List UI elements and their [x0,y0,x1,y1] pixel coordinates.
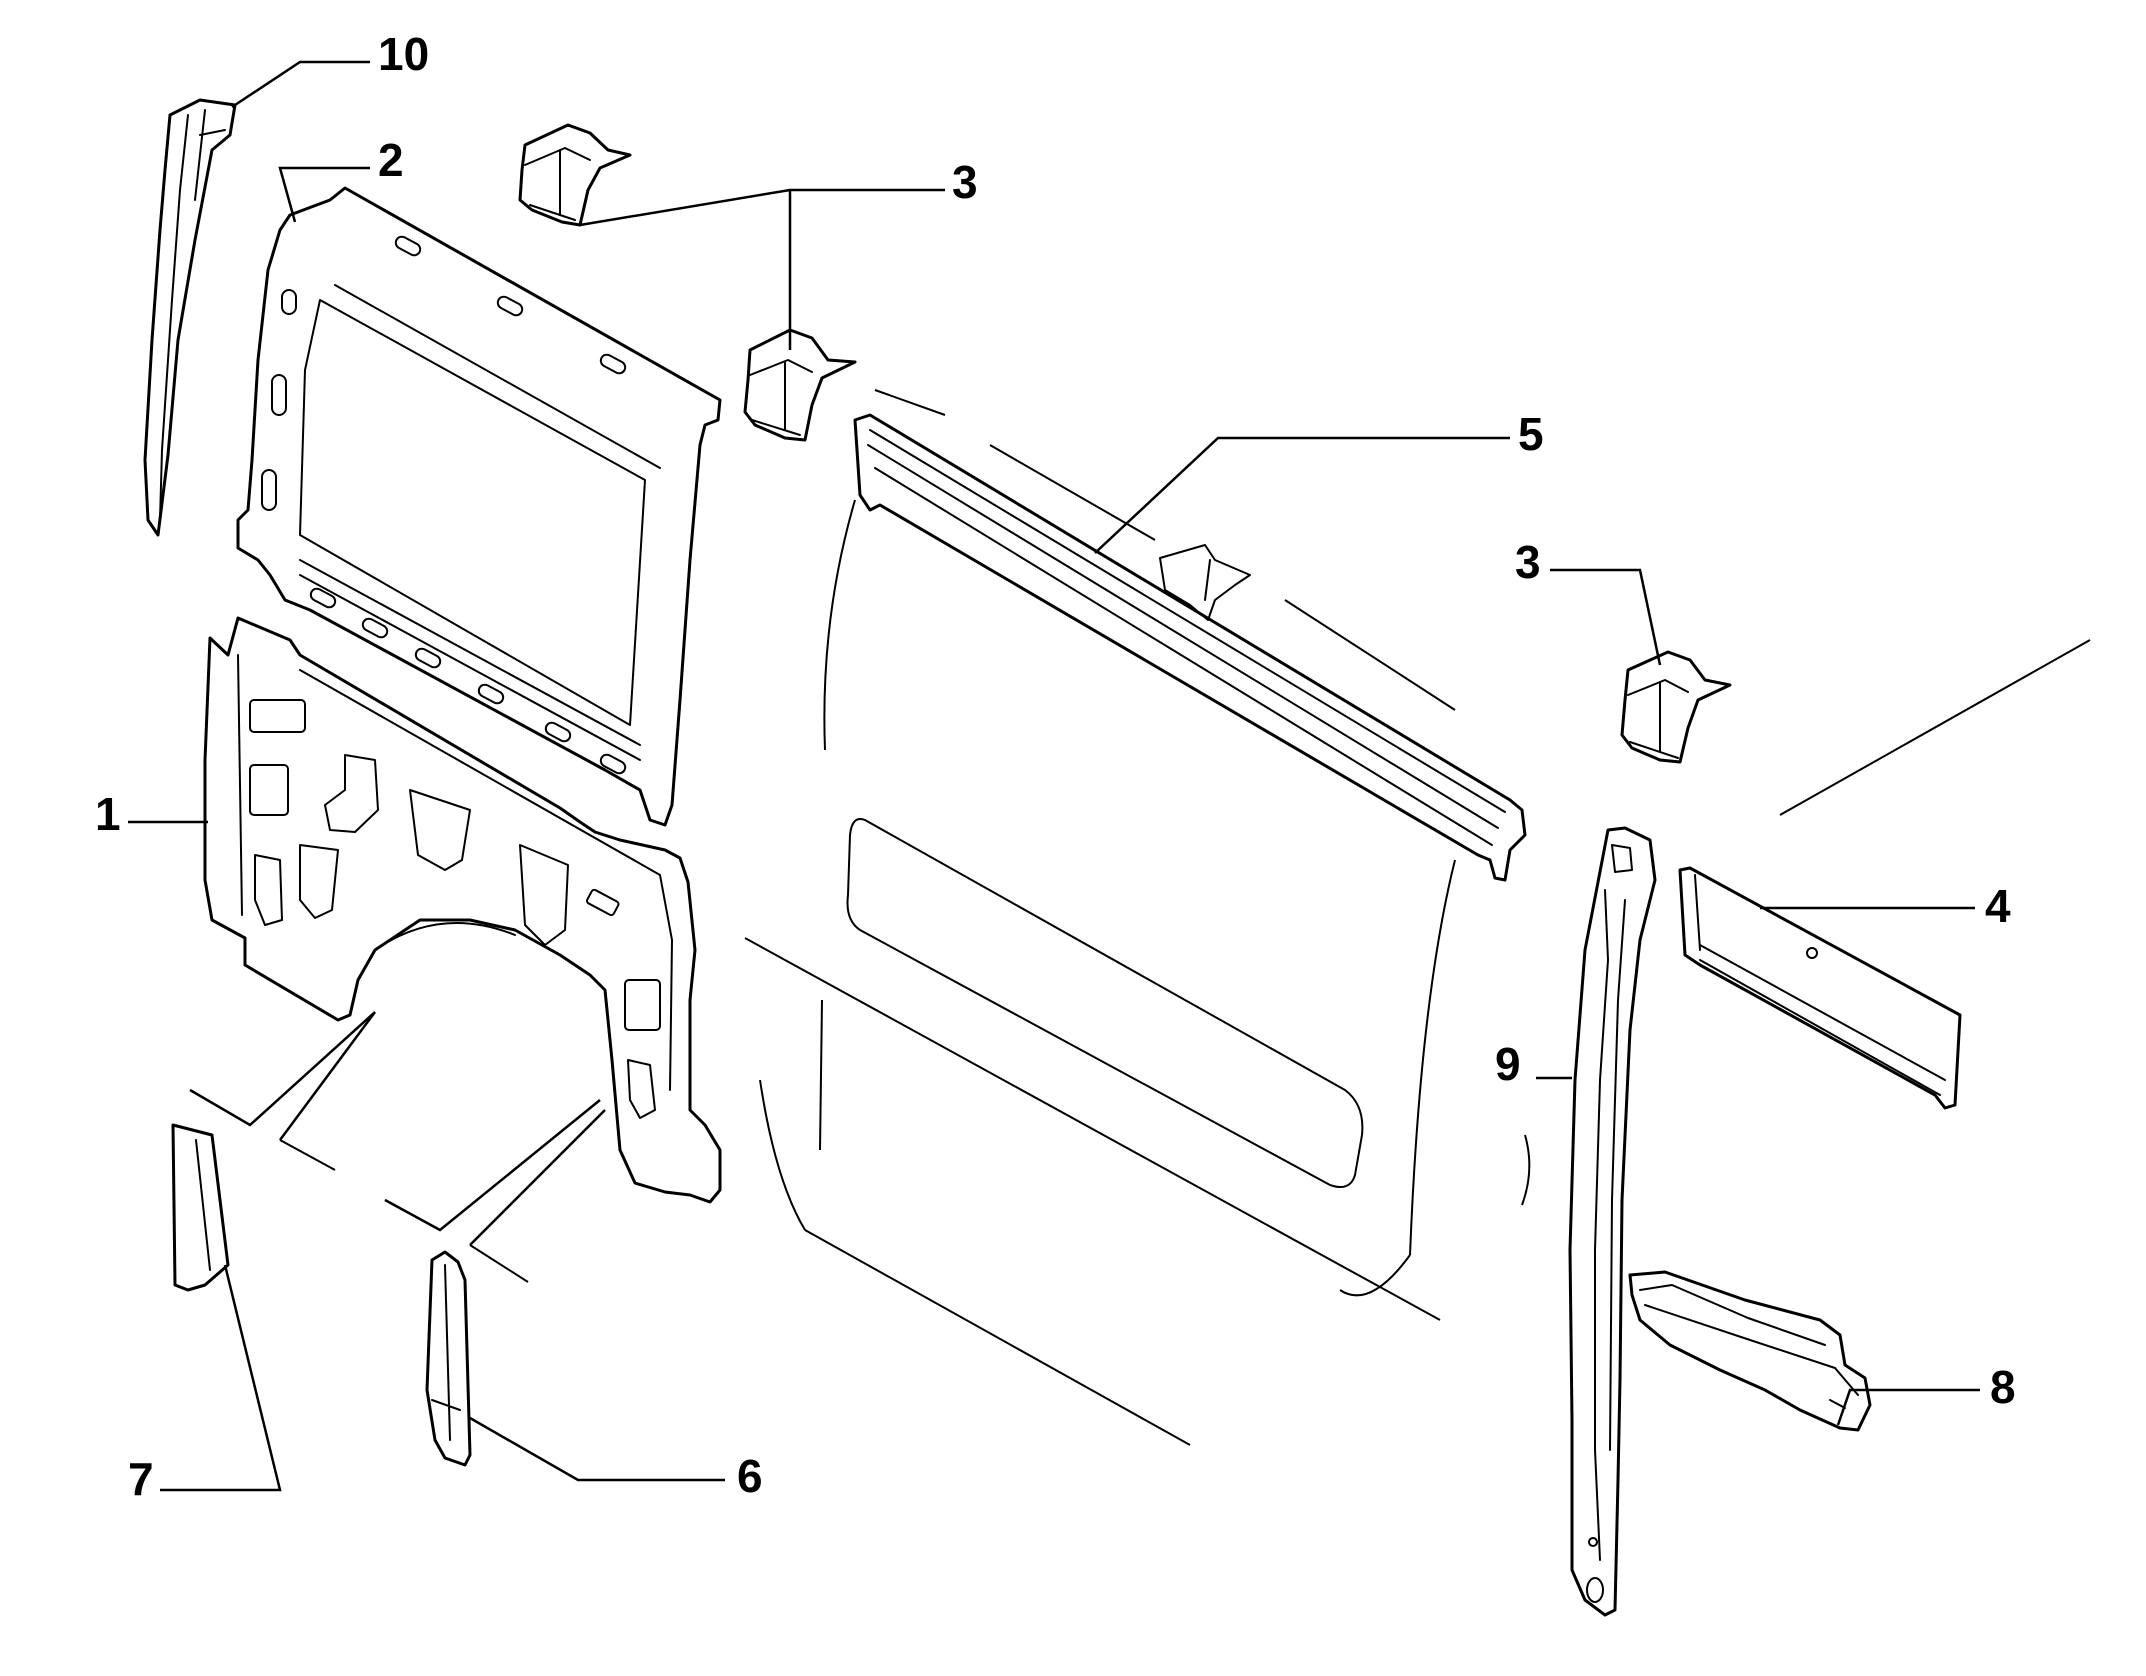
part-3-bracket-middle [743,328,857,442]
leader-2 [278,166,370,223]
callout-7: 7 [128,1453,154,1505]
leader-3a [579,188,945,227]
part-9-tall-pillar [1568,826,1657,1617]
leader-10 [231,60,370,109]
callout-6: 6 [737,1450,763,1502]
leader-7 [160,1264,282,1492]
callout-3-right: 3 [1515,536,1541,588]
callout-1: 1 [95,788,121,840]
part-8-floor-reinforcement [1628,1270,1872,1432]
callout-8: 8 [1990,1361,2016,1413]
callout-labels: 10 2 3 5 3 1 4 9 7 6 8 [95,28,2016,1505]
leader-3b [1550,568,1662,666]
part-7-lower-panel [171,1123,230,1292]
leader-8 [1836,1388,1980,1426]
leader-5 [1094,436,1510,554]
part-2-upper-partition [236,186,722,827]
part-6-lower-panel [425,1250,472,1467]
body-window-outline [846,818,1364,1188]
part-1-lower-partition [203,616,722,1204]
callout-3-top: 3 [952,156,978,208]
leader-1-floor-b [384,1099,601,1232]
part-10-corner-pillar [143,98,237,537]
leader-1-floor-a [189,1011,376,1127]
leader-1-floor-d [469,1109,606,1246]
part-5-roof-rail [853,413,1527,882]
part-3-bracket-top [518,123,632,227]
callout-10: 10 [378,28,429,80]
callout-2: 2 [378,134,404,186]
part-4-cross-panel [1678,866,1962,1110]
callout-4: 4 [1985,880,2011,932]
callout-9: 9 [1495,1038,1521,1090]
part-3-bracket-right [1620,650,1732,764]
leader-1-floor-c [278,1011,377,1141]
callout-5: 5 [1518,408,1544,460]
leader-lines [128,60,1980,1492]
leader-6 [469,1416,725,1482]
